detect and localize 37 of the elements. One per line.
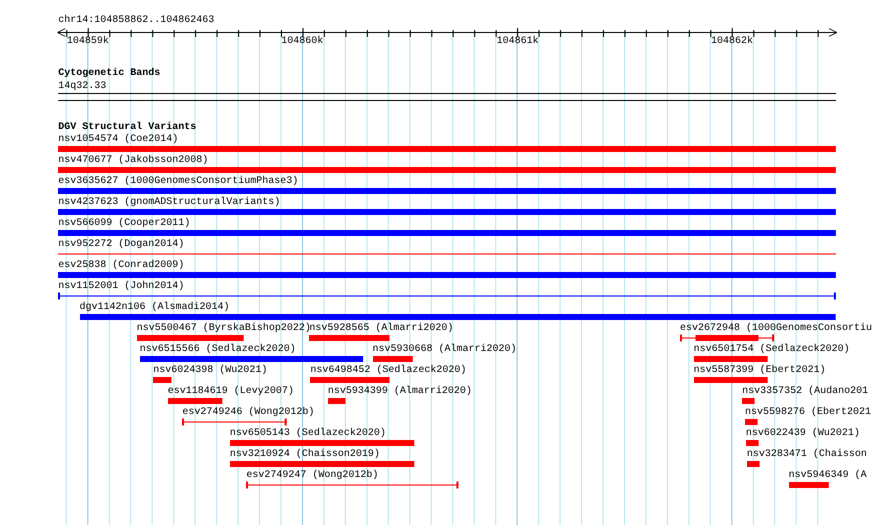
variant-label: nsv4237623 (gnomADStructuralVariants) (58, 197, 280, 208)
variant-label: nsv5930668 (Almarri2020) (372, 344, 517, 355)
variant-label: nsv566099 (Cooper2011) (58, 218, 190, 229)
variant-label: nsv3283471 (Chaisson (746, 449, 867, 460)
track-heading: Cytogenetic Bands (58, 68, 160, 79)
variant-label: nsv3357352 (Audano201 (742, 386, 868, 397)
variant-label: nsv6498452 (Sedlazeck2020) (310, 365, 466, 376)
region-label: chr14:104858862..104862463 (58, 15, 214, 26)
variant-label: nsv3210924 (Chaisson2019) (230, 449, 380, 460)
variant-label: nsv6505143 (Sedlazeck2020) (230, 428, 386, 439)
variant-label: esv2672948 (1000GenomesConsortiu (680, 323, 872, 334)
track-heading: DGV Structural Variants (58, 122, 196, 133)
variant-label: nsv1054574 (Coe2014) (58, 134, 178, 145)
variant-label: esv3635627 (1000GenomesConsortiumPhase3) (58, 176, 298, 187)
tick-label: 104862k (711, 36, 754, 47)
tick-label: 104860k (281, 36, 324, 47)
variant-label: dgv1142n106 (Alsmadi2014) (80, 302, 230, 313)
tick-label: 104861k (496, 36, 539, 47)
variant-label: nsv1152001 (John2014) (58, 281, 184, 292)
tick-label: 104859k (66, 36, 109, 47)
variant-label: nsv5946349 (A (788, 470, 867, 481)
variant-label: nsv6501754 (Sedlazeck2020) (694, 344, 850, 355)
variant-label: nsv6022439 (Wu2021) (746, 428, 860, 439)
variant-label: nsv6024398 (Wu2021) (153, 365, 268, 376)
variant-label: nsv952272 (Dogan2014) (58, 239, 184, 250)
variant-label: nsv5500467 (ByrskaBishop2022) (136, 323, 311, 334)
variant-label: nsv5928565 (Almarri2020) (309, 323, 454, 334)
variant-label: nsv6515566 (Sedlazeck2020) (140, 344, 296, 355)
variant-label: esv2749246 (Wong2012b) (182, 407, 314, 418)
variant-label: nsv470677 (Jakobsson2008) (58, 155, 208, 166)
variant-label: nsv5934399 (Almarri2020) (328, 386, 472, 397)
variant-label: nsv5587399 (Ebert2021) (694, 365, 826, 376)
variant-label: esv2749247 (Wong2012b) (246, 470, 378, 481)
variant-label: esv1184619 (Levy2007) (168, 386, 294, 397)
band-label: 14q32.33 (58, 81, 106, 92)
variant-label: esv25838 (Conrad2009) (58, 260, 184, 271)
variant-label: nsv5598276 (Ebert2021 (745, 407, 872, 418)
